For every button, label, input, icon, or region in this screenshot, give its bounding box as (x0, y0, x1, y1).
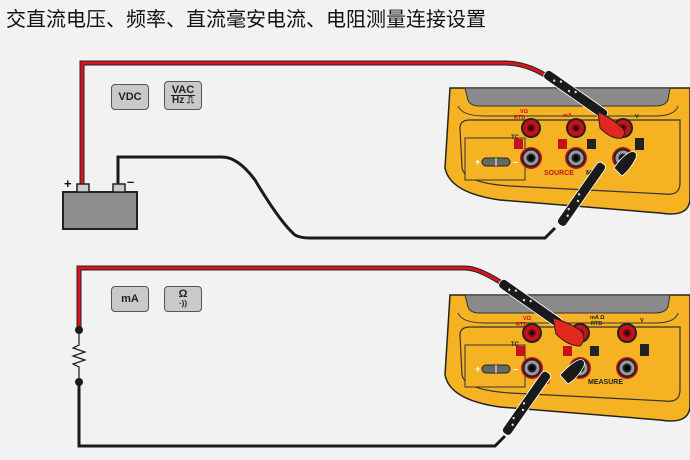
svg-text:–: – (513, 157, 518, 167)
calibrator-meter-bottom: TC + – (444, 294, 690, 422)
svg-text:+: + (475, 157, 480, 167)
svg-text:mA: mA (563, 113, 572, 119)
vac-hz-button: VAC Hz ⎍ (164, 81, 202, 110)
svg-text:–: – (513, 364, 518, 374)
ohm-label: Ω (178, 288, 188, 300)
tc-label: TC (511, 135, 520, 141)
battery-plus-label: + (64, 176, 72, 191)
svg-text:MEASURE: MEASURE (588, 379, 623, 386)
page-title: 交直流电压、频率、直流毫安电流、电阻测量连接设置 (6, 7, 486, 31)
svg-text:VΩ: VΩ (520, 109, 529, 115)
svg-text:V: V (635, 114, 639, 120)
svg-text:mA Ω: mA Ω (590, 315, 605, 321)
ma-button: mA (111, 286, 149, 312)
calibrator-meter-top: TC + – (444, 87, 690, 215)
svg-text:+: + (475, 364, 480, 374)
vdc-button: VDC (111, 84, 149, 110)
ma-label: mA (121, 293, 139, 305)
svg-text:RTD: RTD (591, 321, 602, 327)
vac-label: VAC (170, 84, 196, 96)
continuity-icon: ·)) (179, 299, 187, 308)
vdc-label: VDC (118, 91, 142, 103)
ohm-continuity-button: Ω ·)) (164, 286, 202, 312)
battery: + – (62, 174, 138, 230)
svg-text:RTD: RTD (514, 115, 525, 121)
black-test-lead-bottom (77, 382, 507, 448)
hz-label: Hz ⎍ (172, 95, 194, 106)
resistor (71, 326, 87, 386)
svg-text:TC: TC (511, 342, 520, 348)
source-label: SOURCE (544, 170, 574, 177)
black-test-lead-top (116, 155, 557, 240)
svg-text:VΩ: VΩ (523, 316, 532, 322)
battery-minus-label: – (127, 174, 134, 189)
svg-text:RTD: RTD (516, 322, 527, 328)
svg-text:V: V (640, 318, 644, 324)
